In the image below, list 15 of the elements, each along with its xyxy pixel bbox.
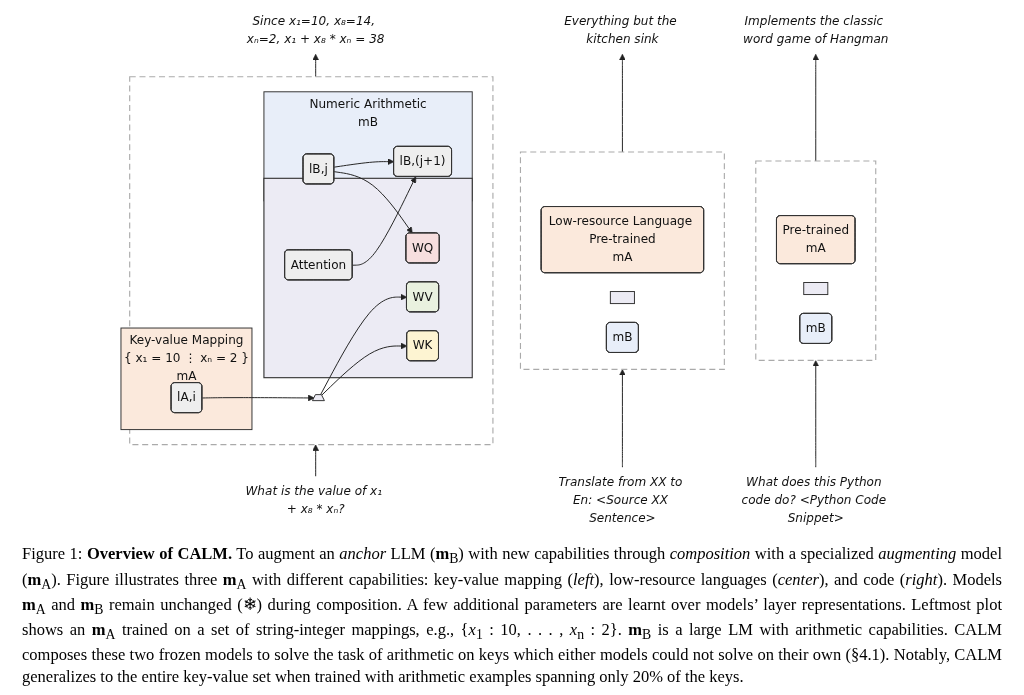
node-text: Since x₁=10, x₈=14, xₙ=2, x₁ + x₈ * xₙ = 38: [246, 13, 385, 46]
cluster: [519, 151, 725, 370]
figure-caption: Figure 1: Overview of CALM. To augment an anchor LLM (m$_{B}$) with new capabilities through composition with a specialized augmenting model (m$_{A}$). Figure illustrates three m$_{A}$ with different capabilities: key-value mapping (left), low-resource languages (center), and code (right). Models m$_{A}$ and m$_{B}$ remain unchanged (❄) during composition. A few additional parameters are learnt over models’ layer representations. Leftmost plot shows an m$_{A}$ trained on a set of string-integer mappings, e.g., {x$_{1}$ : 10, . . . , x$_{n}$ : 2}. m$_{B}$ is a large LM with arithmetic capabilities. CALM composes these two frozen models to solve the task of arithmetic on keys which either models could not solve on their own (§4.1). Notably, CALM generalizes to the entire key-value set when trained with arithmetic examples spanning only 20% of the keys.: [21, 543, 1003, 688]
cluster: [120, 327, 253, 431]
node-text: What does this Python code do? <Python Code Snippet>: [741, 474, 887, 526]
node-trapezoid: [311, 394, 325, 402]
node-text: Translate from XX to En: <Source XX Sentence>: [558, 474, 683, 526]
node-text: Everything but the kitchen sink: [564, 13, 677, 46]
node-box: [803, 282, 829, 296]
node-box: [609, 291, 635, 305]
node-text: What is the value of x₁ + x₈ * xₙ?: [245, 483, 383, 517]
diagram: Pre-trained mA mB Low-resource Language Pre-trained mA mB Numeric Arithmetic mB Key-value Mapping { x₁ = 10 ⋮ xₙ = 2 } mA lB,(j+1) lB,j WQ Attention WV WK lA,i Since x₁=10, x₈=14, xₙ=2, x₁ + x₈ * xₙ = 38 Everything but the kitchen sink Implements the classic word game of Hangman Translate from XX to En: <Source XX Sentence> What does this Python code do? <Python Code Snippet> What is the value of x₁ + x₈ * xₙ?: [7, 0, 1017, 540]
node-text: Implements the classic word game of Hangman: [743, 13, 889, 46]
cluster: [755, 160, 877, 361]
cluster: [129, 76, 494, 446]
